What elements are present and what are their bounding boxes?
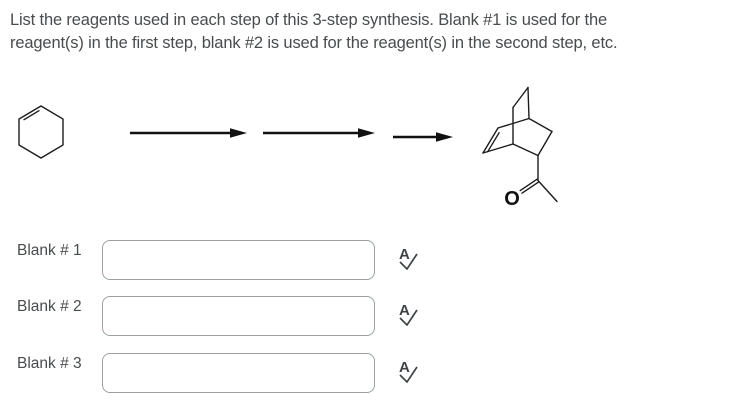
spell-check-letter-icon: A <box>399 359 410 376</box>
question-text: List the reagents used in each step of t… <box>10 9 618 55</box>
reaction-arrow-1 <box>130 128 247 138</box>
spell-check-button-1[interactable]: A <box>397 246 419 270</box>
double-bond-inner-line <box>23 109 40 121</box>
arrowhead-icon <box>230 128 247 138</box>
checkmark-icon <box>399 253 418 270</box>
carbonyl-double-bond-line <box>519 178 538 192</box>
arrowhead-icon <box>358 128 375 138</box>
reaction-arrow-3 <box>393 132 453 142</box>
arrowhead-icon <box>436 132 453 142</box>
blank-3-input[interactable] <box>102 353 375 393</box>
question-line-1: List the reagents used in each step of t… <box>10 11 608 29</box>
spell-check-button-2[interactable]: A <box>397 302 419 326</box>
checkmark-icon <box>399 366 418 383</box>
blank-2-label: Blank # 2 <box>17 298 82 315</box>
blank-row-1: Blank # 1 A <box>0 240 738 282</box>
blank-row-3: Blank # 3 A <box>0 353 738 395</box>
spell-check-button-3[interactable]: A <box>397 359 419 383</box>
carbonyl-oxygen-label: O <box>504 188 520 210</box>
spell-check-letter-icon: A <box>399 246 410 263</box>
carbonyl-double-bond-line <box>521 181 540 194</box>
blank-3-label: Blank # 3 <box>17 355 82 372</box>
blank-1-input[interactable] <box>102 240 375 280</box>
alkene-double-bond-inner-line <box>487 131 500 153</box>
blank-1-label: Blank # 1 <box>17 242 82 259</box>
methyl-bond <box>537 179 558 203</box>
spell-check-letter-icon: A <box>399 302 410 319</box>
checkmark-icon <box>399 309 418 326</box>
reaction-arrow-2 <box>263 128 375 138</box>
cyclohexene-structure <box>18 105 64 159</box>
question-line-2: reagent(s) in the first step, blank #2 i… <box>10 34 618 52</box>
reaction-scheme: O <box>18 86 558 210</box>
blank-2-input[interactable] <box>102 296 375 336</box>
blank-row-2: Blank # 2 A <box>0 296 738 338</box>
bicyclooctene-ketone-structure: O <box>482 86 558 210</box>
